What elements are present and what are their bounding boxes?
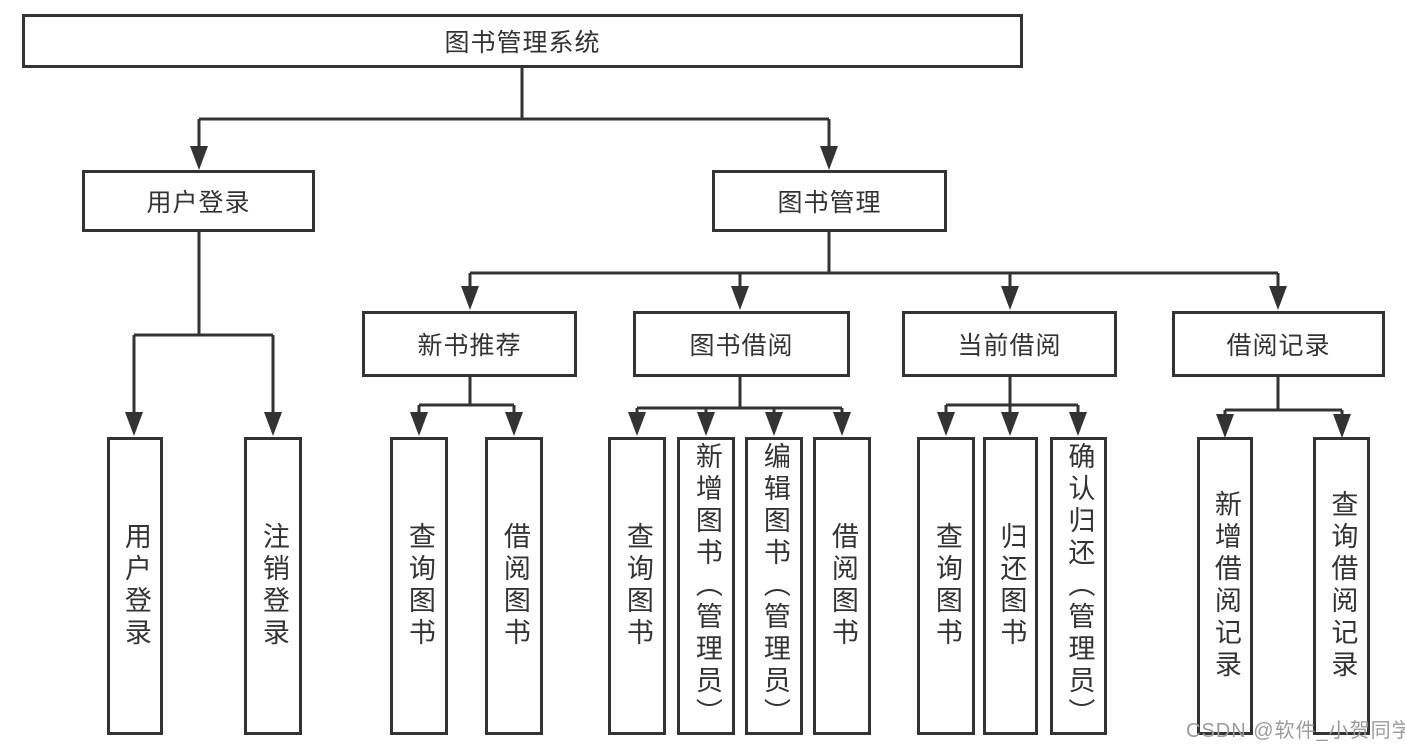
node-root-library-system: 图书管理系统 [22, 14, 1023, 68]
node-leaf-query-books-recommend: 查询图书 [390, 437, 448, 735]
node-leaf-add-borrow-record: 新增借阅记录 [1197, 437, 1253, 735]
node-label: 查询图书 [404, 522, 435, 650]
node-label: 借阅图书 [499, 522, 530, 650]
node-label: 查询图书 [931, 522, 962, 650]
node-user-login: 用户登录 [82, 170, 315, 232]
node-label: 查询图书 [622, 522, 653, 650]
node-leaf-borrow-books-borrowing: 借阅图书 [813, 437, 871, 735]
connector-book-borrowing-to-leaves [628, 377, 851, 436]
node-label: 编辑图书（管理员） [759, 442, 790, 730]
node-leaf-add-book-admin: 新增图书（管理员） [677, 437, 735, 735]
node-current-borrowing: 当前借阅 [902, 311, 1117, 377]
node-label: 新增借阅记录 [1210, 490, 1241, 682]
node-leaf-user-login: 用户登录 [107, 437, 163, 735]
node-leaf-edit-book-admin: 编辑图书（管理员） [745, 437, 803, 735]
node-new-book-recommendation: 新书推荐 [362, 311, 577, 377]
node-label: 注销登录 [258, 522, 289, 650]
node-label: 归还图书 [996, 522, 1027, 650]
connector-root-to-level1 [190, 68, 838, 170]
node-book-borrowing: 图书借阅 [633, 311, 850, 377]
node-label: 借阅图书 [827, 522, 858, 650]
node-leaf-return-book: 归还图书 [983, 437, 1038, 735]
connector-user-login-to-leaves [125, 232, 282, 436]
node-leaf-query-books-current: 查询图书 [917, 437, 975, 735]
node-leaf-borrow-books-recommend: 借阅图书 [485, 437, 543, 735]
connector-borrowing-records-to-leaves [1216, 377, 1351, 438]
node-leaf-logout: 注销登录 [244, 437, 302, 735]
connector-new-book-to-leaves [410, 377, 523, 436]
node-label: 用户登录 [120, 522, 151, 650]
node-leaf-query-borrow-record: 查询借阅记录 [1313, 437, 1370, 735]
node-leaf-confirm-return-admin: 确认归还（管理员） [1050, 437, 1107, 735]
node-borrowing-records: 借阅记录 [1172, 311, 1385, 377]
node-book-management: 图书管理 [712, 170, 947, 232]
node-label: 新增图书（管理员） [691, 442, 722, 730]
node-leaf-query-books-borrowing: 查询图书 [608, 437, 666, 735]
connector-book-management-to-level2 [461, 232, 1287, 310]
connector-current-borrowing-to-leaves [937, 377, 1087, 436]
node-label: 查询借阅记录 [1327, 490, 1358, 682]
csdn-watermark: CSDN @软件_小贺同学 [1186, 720, 1405, 742]
node-label: 确认归还（管理员） [1064, 442, 1095, 730]
